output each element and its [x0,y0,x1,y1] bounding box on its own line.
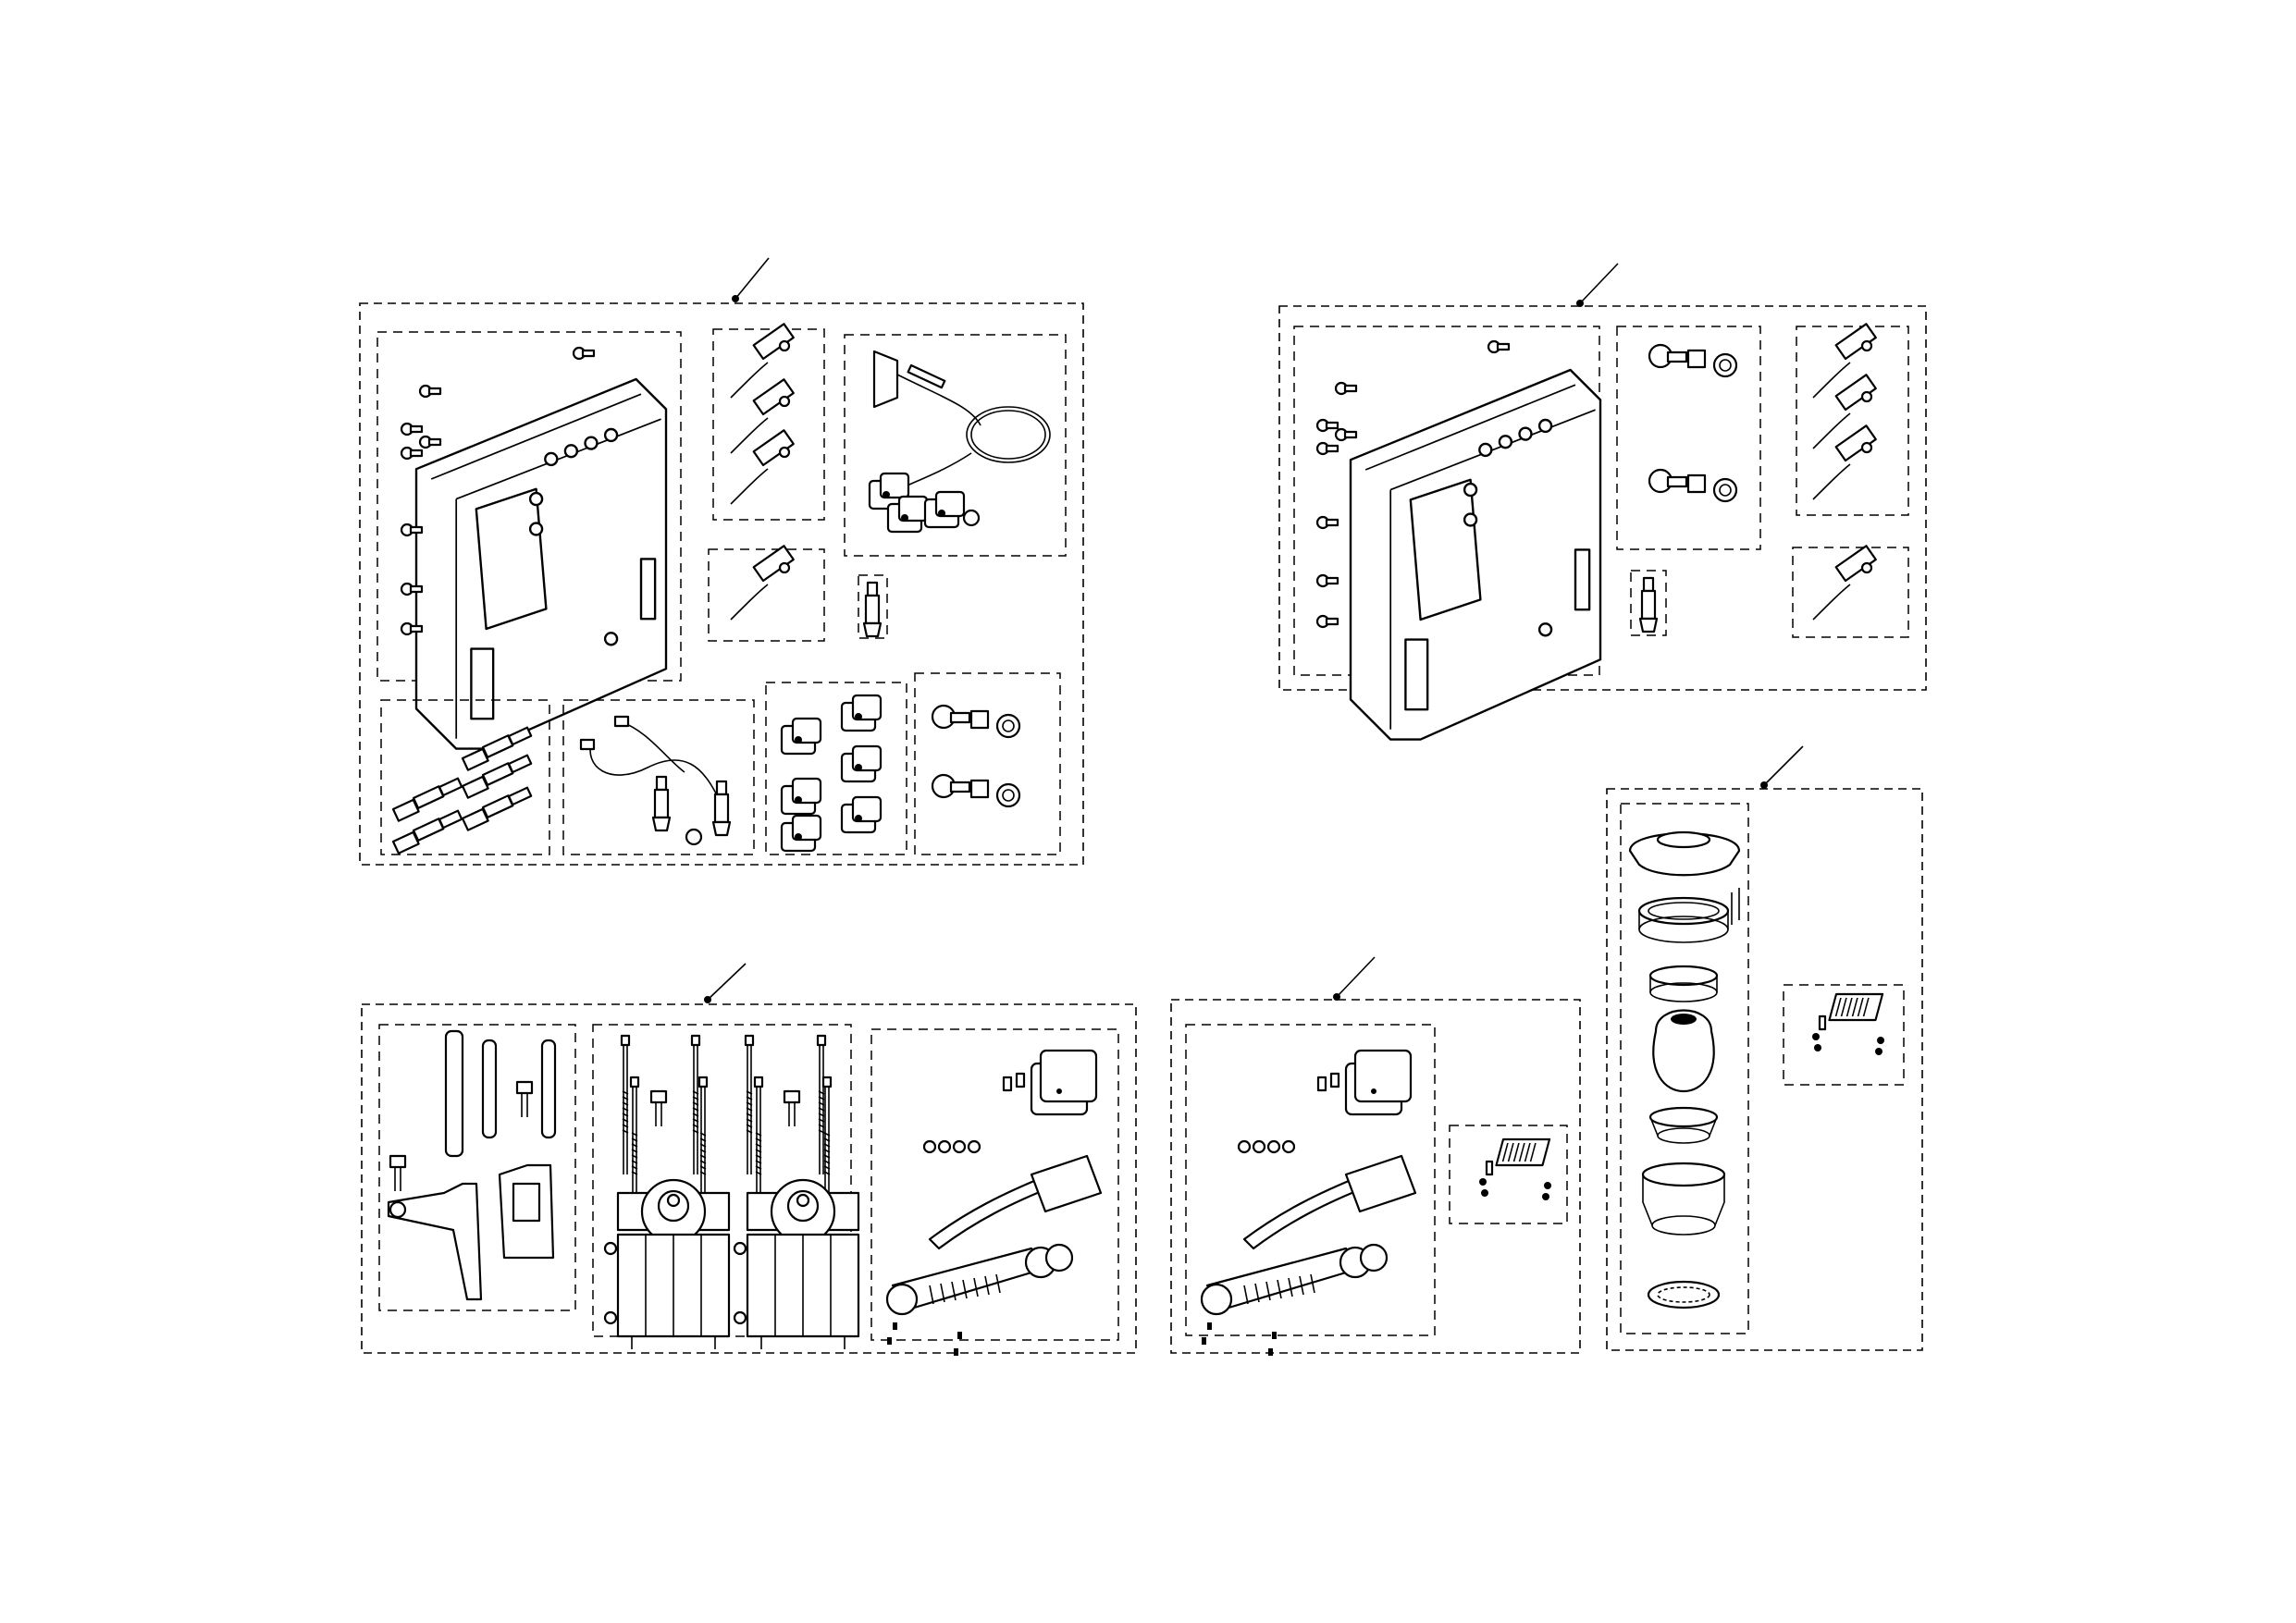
kit-controller [1278,263,1927,741]
kit-hinge [1170,956,1581,1358]
kit-bearing-stack [1606,745,1923,1351]
bearing-stack-icon [1620,803,1749,1334]
elbow-fitting-icon [1616,326,1761,550]
kit-controller-full [359,257,1084,866]
wiring-harness-icon [844,334,1067,557]
sensor-icon [712,323,825,521]
elbow-fitting-icon [914,672,1061,855]
connector-block-icon [765,682,907,855]
bracket-icon [378,1024,576,1311]
sensor-icon [708,545,825,642]
controller-housing-icon [376,331,682,750]
hinge-assembly-icon [1185,1024,1436,1358]
valve-icon [858,574,888,639]
cable-icon [562,699,755,855]
valve-icon [1630,570,1667,636]
controller-housing-icon [1293,326,1602,741]
cylinder-icon [592,1024,860,1351]
fitting-icon [380,699,550,855]
hinge-assembly-icon [870,1028,1119,1358]
filter-icon [1783,984,1905,1086]
kit-cylinders [361,963,1137,1358]
sensor-icon [1792,545,1909,638]
sensor-icon [1796,323,1909,516]
filter-icon [1449,1125,1568,1224]
